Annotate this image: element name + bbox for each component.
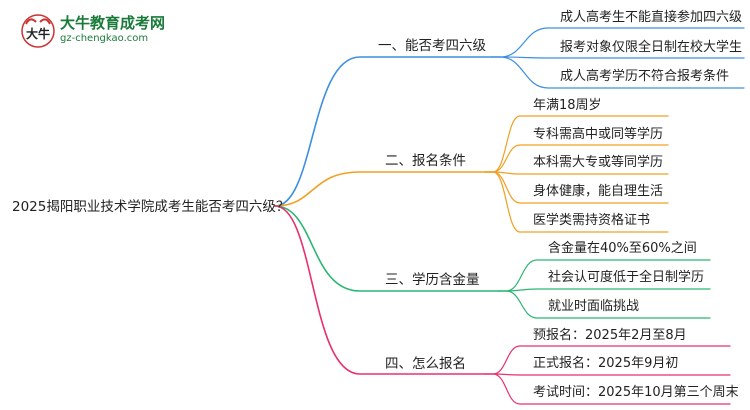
leaf-4-2[interactable]: 正式报名：2025年9月初	[533, 356, 679, 371]
connector-leaf-1-2	[491, 56, 745, 59]
leaf-2-2[interactable]: 专科需高中或同等学历	[533, 127, 664, 142]
connector-branch-3	[274, 205, 499, 292]
root-topic[interactable]: 2025揭阳职业技术学院成考生能否考四六级？	[12, 199, 290, 215]
connector-leaf-4-3	[484, 373, 731, 405]
logo-title: 大牛教育成考网	[60, 14, 166, 32]
site-logo[interactable]: 大牛 大牛教育成考网 gz-chengkao.com	[20, 10, 170, 54]
branch-topic-3[interactable]: 三、学历含金量	[385, 272, 480, 288]
connector-leaf-2-3	[484, 171, 669, 175]
bull-logo-icon: 大牛	[21, 14, 55, 48]
leaf-3-1[interactable]: 含金量在40%至60%之间	[548, 241, 697, 256]
leaf-2-5[interactable]: 医学类需持资格证书	[533, 213, 651, 228]
leaf-1-3[interactable]: 成人高考学历不符合报考条件	[560, 69, 730, 84]
connector-leaf-4-2	[484, 373, 731, 376]
connector-leaf-3-2	[497, 288, 711, 292]
leaf-2-1[interactable]: 年满18周岁	[533, 98, 602, 113]
leaf-4-1[interactable]: 预报名：2025年2月至8月	[533, 328, 687, 343]
branch-topic-1[interactable]: 一、能否考四六级	[378, 38, 486, 54]
branch-topic-4[interactable]: 四、怎么报名	[385, 356, 466, 372]
connector-branch-1	[274, 56, 493, 207]
leaf-1-1[interactable]: 成人高考生不能直接参加四六级	[560, 10, 743, 25]
connector-branch-4	[274, 205, 486, 375]
connector-leaf-1-3	[491, 56, 745, 89]
leaf-1-2[interactable]: 报考对象仅限全日制在校大学生	[560, 40, 743, 55]
connector-branch-2	[274, 171, 486, 207]
leaf-2-3[interactable]: 本科需大专或等同学历	[533, 155, 664, 170]
leaf-3-3[interactable]: 就业时面临挑战	[548, 299, 640, 314]
logo-url: gz-chengkao.com	[60, 33, 149, 44]
leaf-4-3[interactable]: 考试时间：2025年10月第三个周末	[533, 385, 739, 400]
logo-mark-text: 大牛	[26, 26, 50, 41]
branch-topic-2[interactable]: 二、报名条件	[385, 153, 466, 169]
connector-leaf-3-3	[497, 290, 711, 319]
leaf-3-2[interactable]: 社会认可度低于全日制学历	[548, 270, 705, 285]
leaf-2-4[interactable]: 身体健康，能自理生活	[533, 184, 664, 199]
connector-leaf-2-5	[484, 171, 669, 233]
